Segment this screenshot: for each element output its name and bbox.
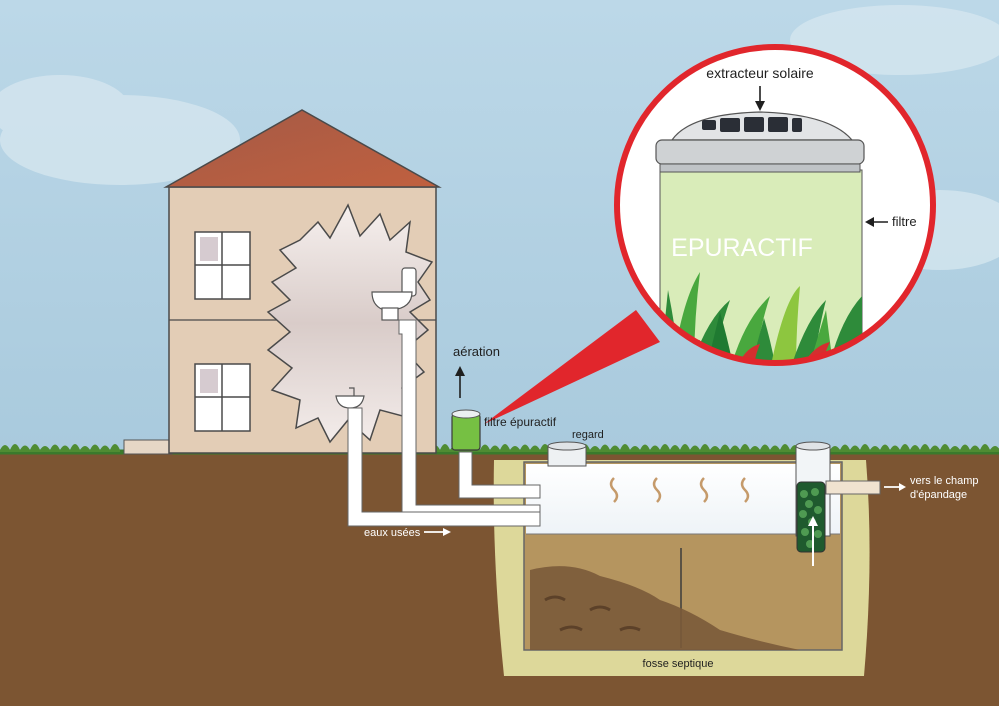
zoom-circle [614,44,936,366]
septic-tank [493,441,906,676]
filtre-arrow-head [865,217,874,227]
label-vers-le-champ: vers le champ [910,475,978,487]
fume-3 [699,477,709,503]
ventilation-pipe [458,451,541,499]
tank-air [526,464,840,534]
toilet-icon [371,267,417,321]
outlet-arrow-icon [899,483,906,491]
sink-icon [335,387,365,409]
sludge [530,566,800,650]
outlet-pipe [825,480,881,495]
brand-epuractif: EPURACTIF [671,234,813,262]
label-regard: regard [572,429,604,441]
pipes [347,319,541,527]
label-filtre-epuractif: filtre épuractif [484,415,557,429]
roof [163,109,442,188]
label-epandage: d'épandage [910,489,967,501]
window-upper [194,231,251,300]
label-filtre: filtre [892,214,917,229]
fume-4 [740,477,750,503]
callout-pointer [484,310,660,424]
fume-2 [652,477,662,503]
solar-panel-icon [702,117,802,132]
house [123,109,442,455]
small-filter [451,366,481,451]
label-eaux-usees: eaux usées [364,527,421,539]
label-fosse-septique: fosse septique [643,658,714,670]
label-extracteur-solaire: extracteur solaire [706,65,814,81]
sink-drain-pipe [347,407,541,527]
window-lower [194,363,251,432]
zoom-circle-border [614,44,936,366]
extracteur-arrow-head [755,101,765,111]
grass-left [0,444,120,452]
fume-1 [609,477,619,503]
eaux-usees-arrow-head [443,528,451,536]
label-aeration: aération [453,344,500,359]
